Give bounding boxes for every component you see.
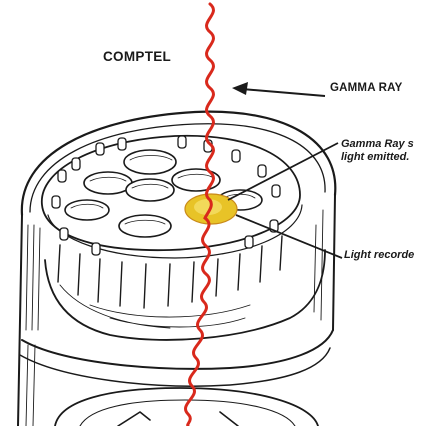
telescope-line-art — [18, 112, 335, 426]
instrument-label: COMPTEL — [103, 49, 171, 64]
d2-slot — [118, 412, 238, 426]
cell — [119, 215, 171, 237]
cylinder-right-wall — [333, 195, 335, 330]
right-wall-hatching — [314, 210, 323, 320]
gamma-ray-arrow — [232, 82, 325, 96]
gamma-ray-label: GAMMA RAY — [330, 82, 403, 94]
light-recorded-label: Light recorde — [344, 249, 414, 261]
housing-contours — [60, 285, 250, 328]
scatter-label-line1: Gamma Ray s — [341, 138, 414, 151]
d1-cells — [65, 150, 262, 237]
cell — [126, 179, 174, 201]
scatter-label-line2: light emitted. — [341, 151, 414, 164]
cell — [124, 150, 176, 174]
cell — [65, 200, 109, 220]
scatter-label: Gamma Ray s light emitted. — [341, 138, 414, 164]
left-wall-hatching — [26, 225, 40, 426]
middle-band — [22, 330, 333, 369]
cylinder-left-wall — [18, 215, 22, 426]
middle-band-lower — [20, 348, 330, 386]
housing-shell — [45, 250, 325, 340]
cell — [84, 172, 132, 194]
